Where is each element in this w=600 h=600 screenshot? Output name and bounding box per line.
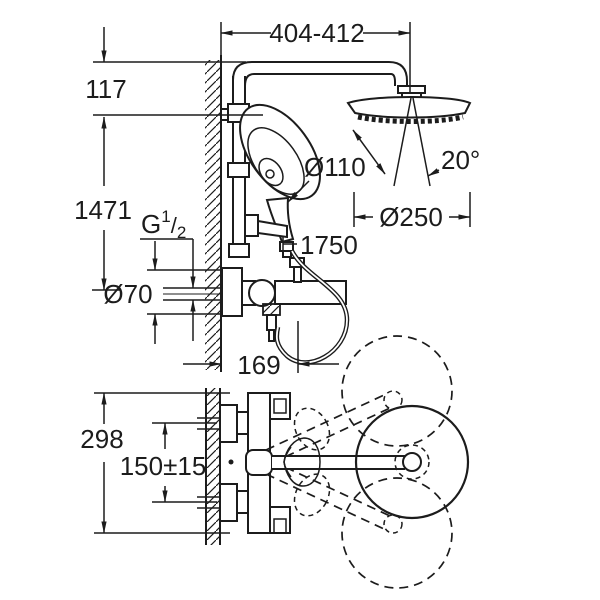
head-hub — [402, 452, 422, 472]
arm-position-upper — [265, 394, 385, 451]
wall-top — [205, 388, 221, 545]
head-disc-top — [354, 404, 470, 520]
head-position-lower — [341, 477, 453, 589]
supply-inlets — [197, 404, 249, 522]
inlet-nut-upper — [236, 411, 249, 435]
dim-label-hand-shower: Ø110 — [304, 152, 366, 182]
top-view: 298 150±15 — [80, 335, 470, 589]
hand-shower-position-lower — [293, 473, 331, 517]
pipe-union-mid — [227, 162, 250, 178]
outlet-nut — [262, 303, 281, 316]
dim-label-arm-reach: 404-412 — [269, 18, 364, 48]
dim-label-thread: G1/2 — [141, 207, 186, 242]
arm-and-head-top — [228, 404, 470, 520]
hand-shower-top — [283, 437, 321, 487]
arm-pivot-hub — [245, 449, 273, 476]
dimension-head-diameter: Ø250 — [353, 192, 471, 232]
outlet-tube — [266, 314, 277, 331]
shower-arm — [232, 61, 408, 87]
inlet-escutcheon-lower — [219, 483, 238, 522]
tilt-line-right — [412, 97, 431, 187]
hand-shower — [239, 103, 321, 258]
wall-hatch — [205, 60, 221, 370]
handle-cap-upper — [269, 392, 291, 420]
nozzle-band — [357, 114, 464, 124]
dimension-arm-drop-and-riser: 117 1471 — [74, 27, 263, 291]
dimension-hose-length: 1750 — [282, 230, 358, 260]
dim-label-escutcheon: Ø70 — [103, 279, 152, 309]
dim-label-hose-length: 1750 — [300, 230, 358, 260]
wall-side — [205, 22, 222, 372]
shower-hose — [274, 249, 350, 365]
dim-label-spout-depth: 169 — [237, 350, 280, 380]
dim-label-body-width: 298 — [80, 424, 123, 454]
dimension-escutcheon: Ø70 — [103, 241, 222, 344]
swivel-range — [265, 335, 453, 589]
overhead-shower — [346, 85, 472, 187]
pipe-union-lower — [228, 243, 250, 258]
rail-clamp — [244, 214, 259, 237]
arm-position-lower — [265, 473, 385, 530]
inlet-nut-lower — [236, 490, 249, 514]
hand-shower-position-upper — [293, 407, 331, 451]
dim-label-inlet-spacing: 150±15 — [120, 451, 207, 481]
wall-hatch — [206, 388, 220, 545]
dimension-swivel-angle: 20° — [352, 129, 480, 177]
head-position-upper — [341, 335, 453, 447]
dimension-arm-reach: 404-412 — [220, 18, 411, 92]
inlet-escutcheon-upper — [219, 404, 238, 443]
holder-arm — [257, 219, 288, 239]
dim-label-head-diameter: Ø250 — [379, 202, 443, 232]
dim-label-riser-height: 1471 — [74, 195, 132, 225]
dimension-thread: G1/2 — [140, 207, 196, 341]
dimension-body-width: 298 — [80, 392, 230, 534]
escutcheon — [221, 267, 243, 317]
ball-joint — [397, 85, 426, 94]
dim-label-swivel-angle: 20° — [441, 145, 480, 175]
dimension-spout-depth: 169 — [183, 321, 339, 380]
handle-cap-lower — [269, 506, 291, 534]
dimension-inlet-spacing: 150±15 — [120, 422, 217, 503]
valve-knob — [248, 279, 276, 307]
side-view: 404-412 117 1471 G1/2 Ø70 — [74, 18, 480, 380]
tilt-line-left — [393, 97, 412, 187]
dim-label-arm-drop: 117 — [85, 74, 126, 104]
riser-pipe — [220, 76, 250, 258]
